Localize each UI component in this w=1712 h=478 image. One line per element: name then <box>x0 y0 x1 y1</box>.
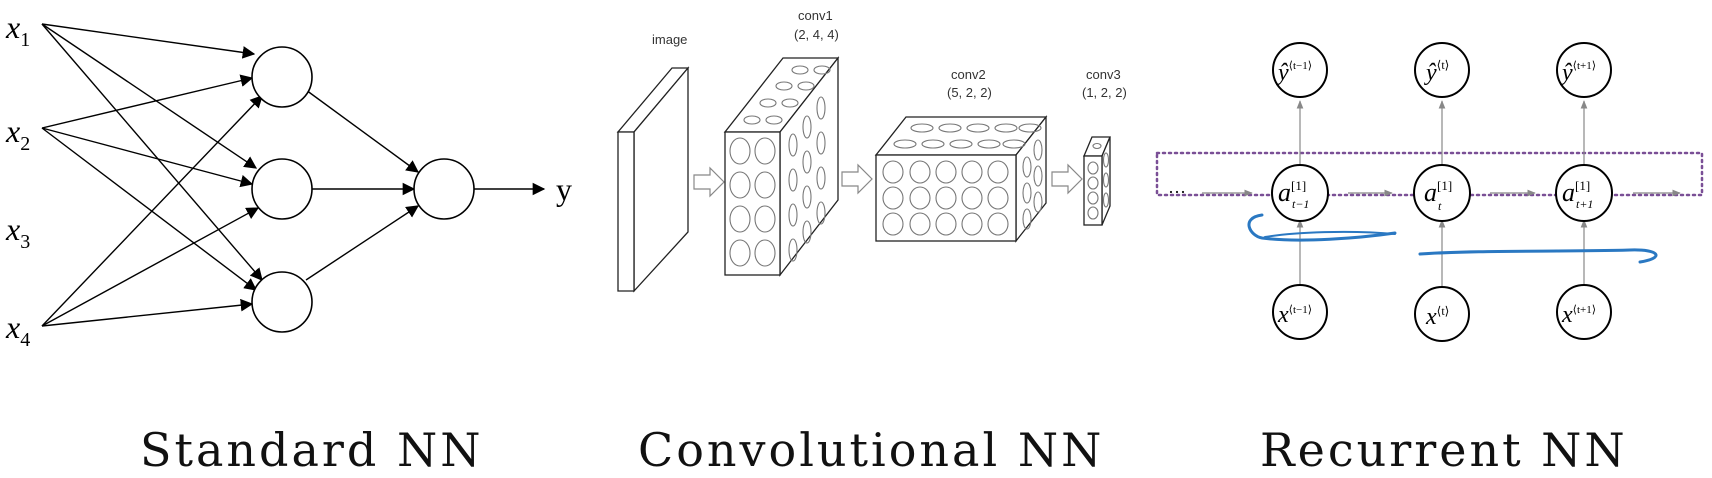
conv2-name-label: conv2 <box>951 67 986 82</box>
edge-x1-h1 <box>41 23 256 59</box>
conv3-top-holes <box>1092 142 1102 150</box>
rnn-diagram: ··· ŷ⟨t−1⟩ ŷ⟨t⟩ ŷ⟨t+ <box>1155 42 1704 342</box>
conv2-dims-label: (5, 2, 2) <box>947 85 992 100</box>
conv1-block <box>723 56 840 277</box>
rnn-hidden-node-2 <box>1413 164 1471 222</box>
conv3-name-label: conv3 <box>1086 67 1121 82</box>
standard-nn-edges <box>41 23 546 327</box>
rnn-hidden-label-1: a[1] <box>1278 178 1306 207</box>
conv2-block <box>874 115 1048 243</box>
rnn-output-node-1 <box>1272 42 1328 98</box>
conv1-top-holes <box>743 65 831 125</box>
input-label-x4: x4 <box>5 309 30 351</box>
edge-x4-h3 <box>41 298 254 327</box>
edge-x2-h1 <box>41 74 254 129</box>
convolutional-nn-label: Convolutional NN <box>638 423 1104 477</box>
rnn-output-node-3 <box>1556 42 1612 98</box>
conv3-front-holes <box>1087 161 1099 220</box>
rnn-hidden-sub-1: t−1 <box>1292 197 1309 211</box>
cnn-image-slab <box>616 66 690 293</box>
conv1-side-holes <box>788 96 826 262</box>
rnn-input-label-1: x⟨t−1⟩ <box>1277 302 1312 328</box>
rnn-input-node-1 <box>1272 284 1328 340</box>
rnn-hidden-sub-3: t+1 <box>1576 197 1593 211</box>
input-label-x1: x1 <box>5 9 30 51</box>
output-label-y: y <box>556 171 572 207</box>
rnn-input-node-3 <box>1556 284 1612 340</box>
standard-nn-label: Standard NN <box>140 423 483 477</box>
edge-x2-h2 <box>41 127 254 188</box>
rnn-hidden-node-1 <box>1271 164 1329 222</box>
rnn-hidden-label-3: a[1] <box>1562 178 1590 207</box>
handdrawn-left-tick-stroke <box>1264 230 1396 238</box>
conv2-front-holes <box>882 160 1009 236</box>
edge-x1-h2 <box>41 23 258 169</box>
conv1-dims-label: (2, 4, 4) <box>794 27 839 42</box>
output-node <box>413 158 475 220</box>
edge-x2-h3 <box>41 127 258 291</box>
recurrent-nn-label: Recurrent NN <box>1260 423 1628 477</box>
cnn-arrow-1 <box>693 166 725 198</box>
rnn-input-label-3: x⟨t+1⟩ <box>1561 302 1596 328</box>
standard-nn-diagram: x1 x2 x3 x4 y <box>5 9 572 351</box>
conv2-top-holes <box>893 123 1042 149</box>
input-label-x3: x3 <box>5 211 30 253</box>
conv1-front-holes <box>729 137 776 267</box>
hidden-node-3 <box>251 271 313 333</box>
rnn-output-label-3: ŷ⟨t+1⟩ <box>1560 60 1596 86</box>
conv2-side-holes <box>1022 139 1043 230</box>
rnn-output-label-1: ŷ⟨t−1⟩ <box>1276 60 1312 86</box>
rnn-hidden-node-3 <box>1555 164 1613 222</box>
handdrawn-left-arrow-stroke <box>1247 213 1397 242</box>
cnn-arrow-3 <box>1051 163 1083 195</box>
rnn-ellipsis: ··· <box>1168 182 1186 202</box>
edge-x4-h2 <box>41 207 260 327</box>
conv1-name-label: conv1 <box>798 8 833 23</box>
conv3-side-holes <box>1102 152 1110 208</box>
conv3-dims-label: (1, 2, 2) <box>1082 85 1127 100</box>
hidden-node-1 <box>251 46 313 108</box>
rnn-input-node-2 <box>1414 286 1470 342</box>
edge-h1-out <box>305 89 420 173</box>
handdrawn-right-arrow-stroke <box>1418 248 1658 264</box>
input-label-x2: x2 <box>5 113 30 155</box>
rnn-hidden-sub-2: t <box>1438 199 1442 213</box>
edge-x4-h1 <box>41 95 263 327</box>
hidden-node-2 <box>251 158 313 220</box>
rnn-hidden-label-2: a[1] <box>1424 178 1452 207</box>
image-label: image <box>652 32 687 47</box>
cnn-arrow-2 <box>841 163 873 195</box>
cnn-diagram: image <box>616 8 1127 293</box>
rnn-output-node-2 <box>1414 42 1470 98</box>
conv3-block <box>1083 136 1111 226</box>
rnn-output-label-2: ŷ⟨t⟩ <box>1424 58 1449 86</box>
edge-h3-out <box>305 205 420 281</box>
rnn-input-label-2: x⟨t⟩ <box>1425 304 1449 330</box>
edge-x1-h3 <box>41 23 263 281</box>
